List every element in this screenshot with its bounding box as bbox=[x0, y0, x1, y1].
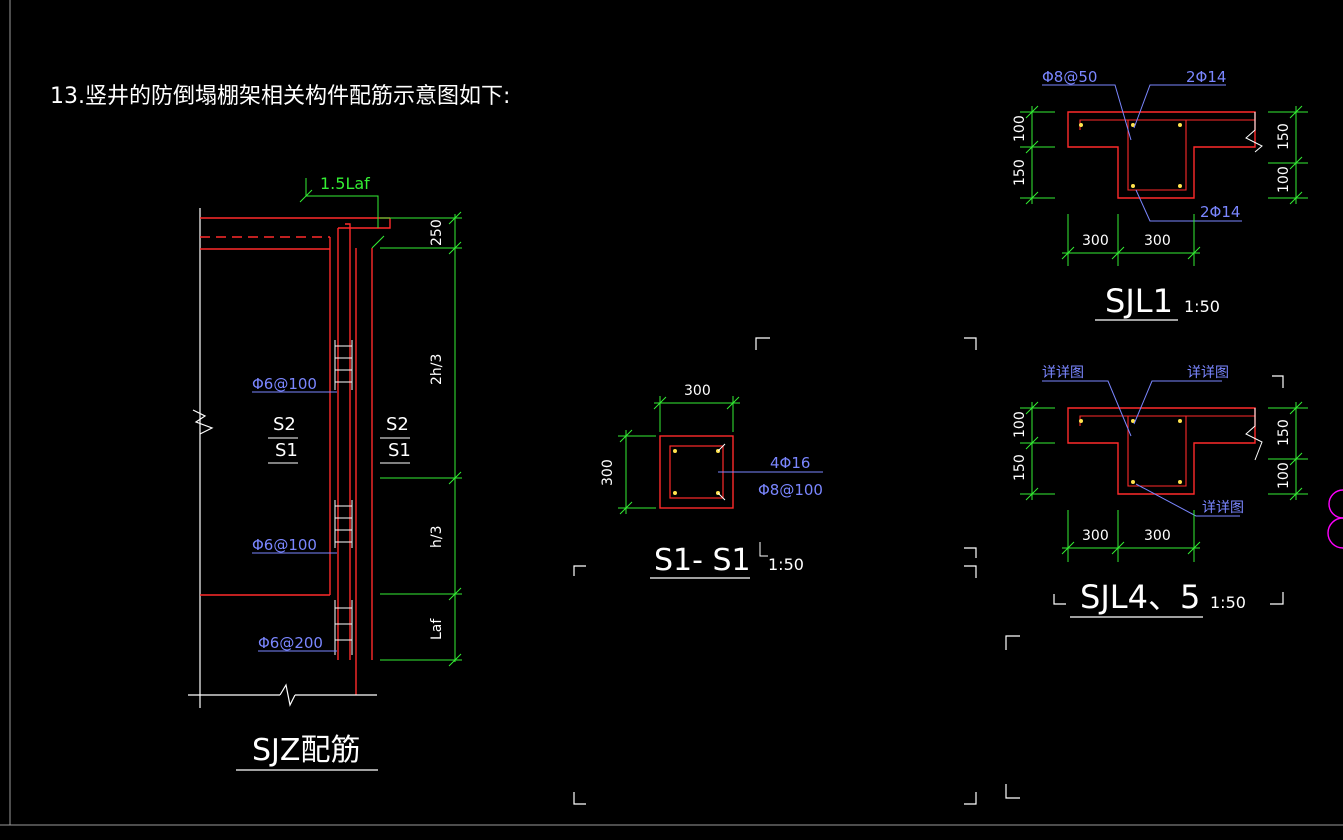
sjl1-dimension-lines bbox=[1020, 105, 1308, 266]
sjz-section-right-bottom: S1 bbox=[388, 440, 411, 461]
sjl45-dim-right-1: 150 bbox=[1276, 419, 1292, 446]
sjl45-scale: 1:50 bbox=[1210, 593, 1246, 612]
s1-stirrup-label: Φ8@100 bbox=[758, 481, 823, 499]
s1-title: S1- S1 bbox=[654, 543, 751, 578]
s1-dim-width: 300 bbox=[684, 383, 711, 399]
sjl1-dim-bottom-2: 300 bbox=[1144, 233, 1171, 249]
sjz-stirrup-label-1: Φ6@100 bbox=[252, 375, 317, 393]
page-note: 13.竖井的防倒塌棚架相关构件配筋示意图如下: bbox=[50, 84, 510, 109]
sjl1-section: Φ8@50 2Φ14 2Φ14 100 15 bbox=[1012, 68, 1308, 321]
sjz-stirrup-label-2: Φ6@100 bbox=[252, 536, 317, 554]
sjl45-dim-bottom-2: 300 bbox=[1144, 528, 1171, 544]
sjz-dim-h3: h/3 bbox=[429, 526, 445, 549]
sjz-section-right-top: S2 bbox=[386, 414, 409, 435]
sjl1-scale: 1:50 bbox=[1184, 297, 1220, 316]
sjl1-title: SJL1 bbox=[1105, 282, 1173, 320]
sjz-stirrup-ladder-top bbox=[334, 340, 353, 390]
s1-main-bars-label: 4Φ16 bbox=[770, 454, 810, 472]
sjz-dim-2h3: 2h/3 bbox=[429, 354, 445, 385]
sjl1-dim-left-1: 100 bbox=[1012, 115, 1028, 142]
sjz-dim-laf: Laf bbox=[429, 618, 445, 640]
sjl45-dimension-lines bbox=[1020, 401, 1308, 562]
sjl1-dim-bottom-1: 300 bbox=[1082, 233, 1109, 249]
sjl1-top-left-label: Φ8@50 bbox=[1042, 68, 1097, 86]
sjz-section-left-bottom: S1 bbox=[275, 440, 298, 461]
sjl45-top-left-label: 详详图 bbox=[1042, 365, 1084, 381]
sjl45-dim-left-2: 150 bbox=[1012, 454, 1028, 481]
sjz-dimension-chain bbox=[380, 211, 462, 667]
s1-viewport-corners bbox=[573, 337, 977, 805]
sjl45-top-right-label: 详详图 bbox=[1187, 365, 1229, 381]
sjl1-dim-right-2: 100 bbox=[1276, 166, 1292, 193]
sjl45-dim-right-2: 100 bbox=[1276, 462, 1292, 489]
sjl45-dim-bottom-1: 300 bbox=[1082, 528, 1109, 544]
s1-dim-height: 300 bbox=[600, 459, 616, 486]
sjl1-dim-left-2: 150 bbox=[1012, 159, 1028, 186]
sjl45-viewport-corners bbox=[1005, 375, 1284, 799]
sjl45-title: SJL4、5 bbox=[1080, 578, 1200, 616]
sjz-stirrup-ladder-mid bbox=[334, 500, 353, 548]
magenta-arc-marker bbox=[1327, 489, 1343, 549]
sjl45-dim-left-1: 100 bbox=[1012, 411, 1028, 438]
sjl45-section: 详详图 详详图 详详图 100 150 150 bbox=[1005, 365, 1308, 799]
sjl1-dim-right-1: 150 bbox=[1276, 123, 1292, 150]
s1-section: 300 300 4Φ16 Φ8@100 S1- S1 1:50 bbox=[573, 337, 977, 805]
sjz-section-left-top: S2 bbox=[273, 414, 296, 435]
sjz-title: SJZ配筋 bbox=[252, 733, 360, 768]
sjz-dim-250: 250 bbox=[429, 219, 445, 246]
sjl45-bottom-right-label: 详详图 bbox=[1202, 500, 1244, 516]
sjl1-bottom-right-label: 2Φ14 bbox=[1200, 203, 1240, 221]
sjz-stirrup-label-3: Φ6@200 bbox=[258, 634, 323, 652]
s1-scale: 1:50 bbox=[768, 555, 804, 574]
s1-dimension-lines bbox=[618, 396, 740, 515]
sjz-stirrup-ladder-bottom bbox=[334, 600, 353, 655]
sjz-anchor-label: 1.5Laf bbox=[320, 174, 370, 193]
sjl1-top-right-label: 2Φ14 bbox=[1186, 68, 1226, 86]
sjz-detail: 1.5Laf 250 2h/3 h/3 Laf Φ6@100 Φ6@100 Φ6… bbox=[188, 174, 462, 771]
